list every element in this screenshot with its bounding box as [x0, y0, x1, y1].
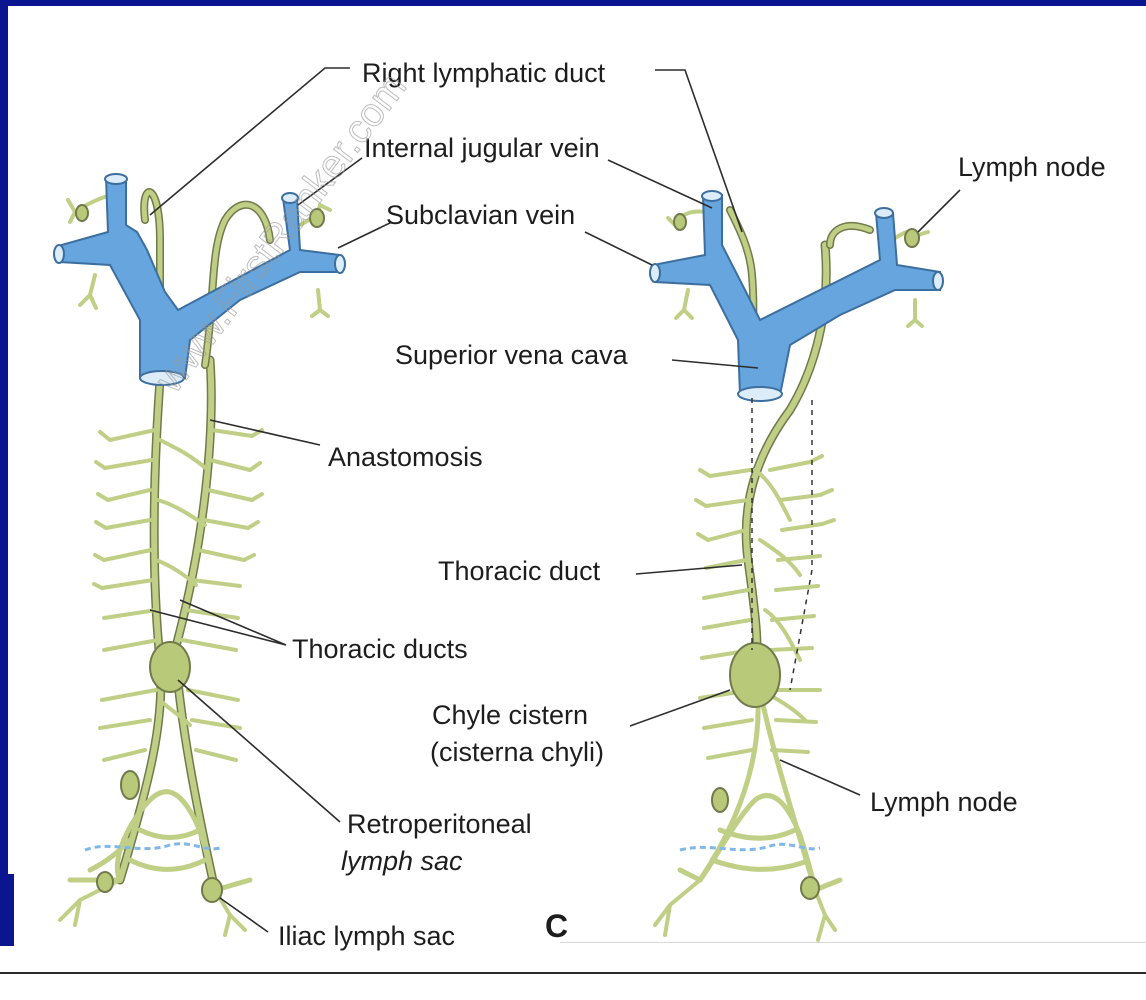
- labels: Right lymphatic duct Internal jugular ve…: [278, 58, 1106, 951]
- watermark-text: www.FirstRanker.com: [146, 65, 414, 401]
- label-anastomosis: Anastomosis: [328, 442, 483, 472]
- label-superior-vena-cava: Superior vena cava: [395, 340, 629, 370]
- left-lower-network: [60, 792, 250, 935]
- panel-letter: C: [545, 908, 568, 944]
- right-figure: [650, 191, 943, 940]
- label-subclavian-vein: Subclavian vein: [386, 200, 575, 230]
- right-lymph-node-a: [712, 788, 728, 812]
- left-iliac-sac-lower: [97, 872, 113, 892]
- right-lymph-node-b: [801, 877, 819, 899]
- left-iliac-sac-right: [202, 878, 222, 902]
- label-cisterna-chyli: (cisterna chyli): [430, 737, 604, 767]
- leader-lines: [150, 68, 960, 932]
- label-lymph-node-top: Lymph node: [958, 152, 1106, 182]
- right-lower-network: [655, 795, 840, 940]
- label-internal-jugular-vein: Internal jugular vein: [364, 133, 600, 163]
- label-thoracic-ducts: Thoracic ducts: [292, 634, 468, 664]
- label-iliac-lymph-sac: Iliac lymph sac: [278, 921, 455, 951]
- label-chyle-cistern: Chyle cistern: [432, 700, 588, 730]
- label-thoracic-duct: Thoracic duct: [438, 556, 601, 586]
- label-lymph-node-bottom: Lymph node: [870, 787, 1018, 817]
- label-lymph-sac: lymph sac: [341, 846, 463, 876]
- label-retroperitoneal: Retroperitoneal: [347, 809, 532, 839]
- right-veins: [650, 191, 943, 401]
- right-chyle-cistern: [730, 643, 780, 707]
- left-figure: [54, 174, 345, 935]
- left-iliac-sac-left: [121, 771, 139, 799]
